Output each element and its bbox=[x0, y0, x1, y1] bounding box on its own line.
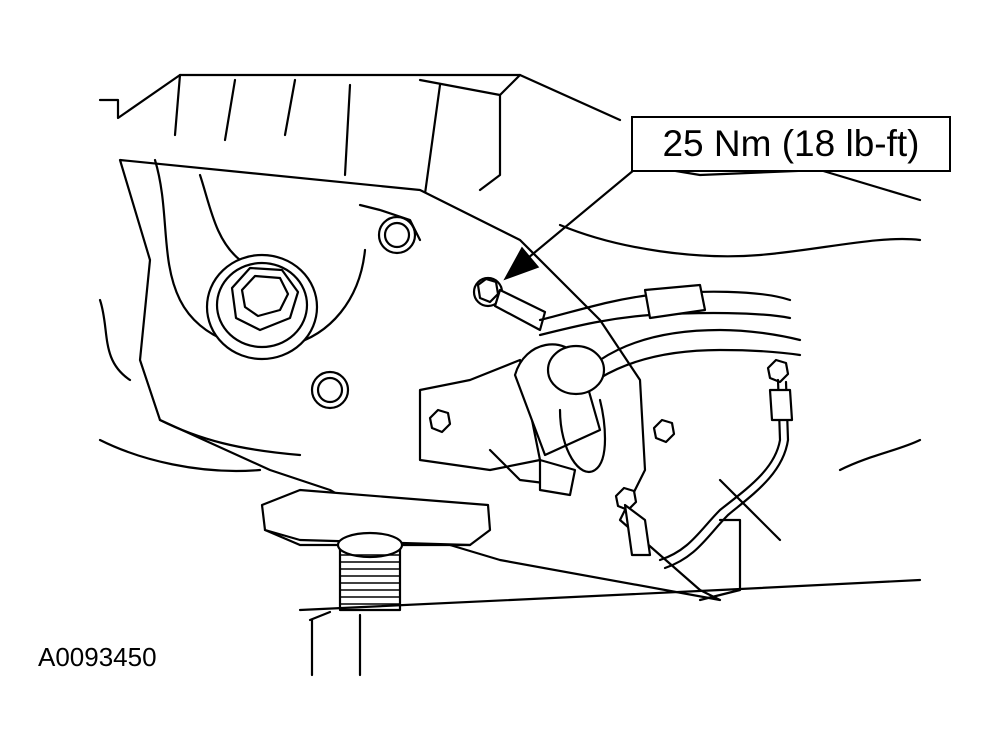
mount-pad bbox=[260, 488, 492, 547]
torque-callout-box: 25 Nm (18 lb-ft) bbox=[631, 116, 951, 172]
bracket-holes bbox=[310, 215, 417, 410]
cable-harness bbox=[538, 283, 802, 380]
torque-bolt bbox=[472, 276, 547, 332]
torque-arrow bbox=[503, 163, 642, 281]
engine-block-outline bbox=[98, 73, 922, 473]
figure-id-label: A0093450 bbox=[38, 642, 157, 672]
frame-rail bbox=[298, 518, 922, 677]
small-bolts bbox=[428, 358, 790, 512]
solenoid bbox=[418, 343, 607, 497]
mount-nut bbox=[205, 253, 319, 361]
ground-wire bbox=[623, 378, 794, 570]
threaded-stud bbox=[336, 531, 404, 612]
